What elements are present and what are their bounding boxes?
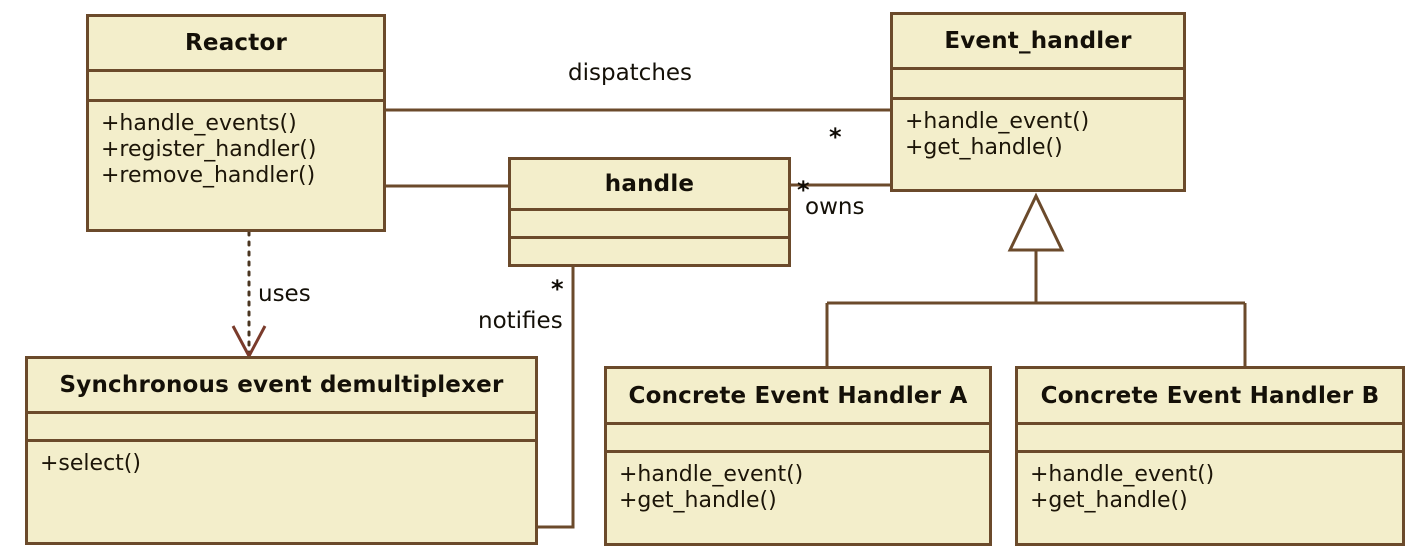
class-name-reactor: Reactor: [184, 30, 287, 56]
operation-item: +register_handler(): [101, 136, 317, 162]
multiplicity-owns-source: *: [797, 176, 810, 204]
operation-item: +select(): [40, 451, 141, 476]
edge-label-uses: uses: [258, 281, 311, 307]
class-box-event-handler[interactable]: Event_handler +handle_event() +get_handl…: [890, 12, 1186, 192]
uses-arrowhead: [231, 325, 267, 360]
class-attributes-event-handler: [893, 67, 1183, 97]
operation-item: +get_handle(): [1030, 487, 1188, 513]
operation-item: +get_handle(): [905, 134, 1063, 160]
class-attributes-reactor: [89, 69, 383, 99]
multiplicity-notifies-source: *: [551, 275, 564, 303]
operation-item: +handle_event(): [619, 462, 804, 487]
edge-label-notifies: notifies: [478, 308, 563, 334]
multiplicity-dispatches-target: *: [829, 123, 842, 151]
edge-label-owns: owns: [805, 194, 865, 220]
class-attributes-synchronous-event-demultiplexer: [28, 411, 535, 439]
generalization-arrowhead: [1007, 192, 1065, 252]
class-box-concrete-event-handler-a[interactable]: Concrete Event Handler A +handle_event()…: [604, 366, 992, 546]
class-box-concrete-event-handler-b[interactable]: Concrete Event Handler B +handle_event()…: [1015, 366, 1405, 546]
class-attributes-handle: [511, 208, 788, 236]
class-name-event-handler: Event_handler: [944, 28, 1132, 54]
connector-notifies: [538, 267, 575, 529]
edge-label-dispatches: dispatches: [568, 60, 693, 86]
class-name-concrete-event-handler-b: Concrete Event Handler B: [1040, 382, 1380, 409]
operation-item: +remove_handler(): [101, 162, 316, 188]
class-operations-concrete-event-handler-b: +handle_event() +get_handle(): [1018, 450, 1402, 543]
class-operations-reactor: +handle_events() +register_handler() +re…: [89, 99, 383, 229]
class-operations-event-handler: +handle_event() +get_handle(): [893, 97, 1183, 189]
class-operations-synchronous-event-demultiplexer: +select(): [28, 439, 535, 542]
class-attributes-concrete-event-handler-a: [607, 422, 989, 450]
operation-item: +handle_events(): [101, 111, 297, 136]
class-operations-concrete-event-handler-a: +handle_event() +get_handle(): [607, 450, 989, 543]
class-name-synchronous-event-demultiplexer: Synchronous event demultiplexer: [59, 372, 504, 398]
class-operations-handle: [511, 236, 788, 264]
class-name-handle: handle: [604, 171, 695, 197]
operation-item: +get_handle(): [619, 487, 777, 513]
class-attributes-concrete-event-handler-b: [1018, 422, 1402, 450]
class-box-synchronous-event-demultiplexer[interactable]: Synchronous event demultiplexer +select(…: [25, 356, 538, 545]
operation-item: +handle_event(): [1030, 462, 1215, 487]
class-name-concrete-event-handler-a: Concrete Event Handler A: [628, 382, 968, 409]
operation-item: +handle_event(): [905, 109, 1090, 134]
class-box-reactor[interactable]: Reactor +handle_events() +register_handl…: [86, 14, 386, 232]
class-box-handle[interactable]: handle: [508, 157, 791, 267]
